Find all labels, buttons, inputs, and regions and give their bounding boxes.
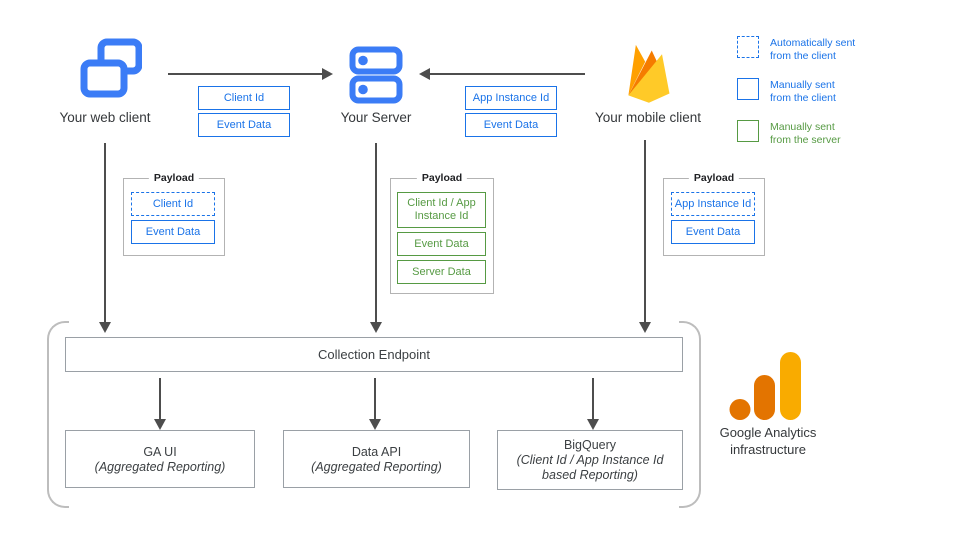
payload-server: Payload Client Id / App Instance Id Even…: [390, 172, 494, 294]
arrowhead-server-to-endpoint: [369, 322, 382, 333]
payload-item-client-id: Client Id: [131, 192, 215, 216]
web-client-label: Your web client: [59, 110, 151, 125]
data-api-title: Data API: [351, 444, 402, 459]
data-api-subtitle: (Aggregated Reporting): [311, 459, 442, 474]
legend-swatch-solid-green: [737, 120, 759, 142]
infrastructure-caption: Google Analytics infrastructure: [719, 425, 817, 457]
legend-swatch-dashed-blue: [737, 36, 759, 58]
mobile-client-label: Your mobile client: [594, 110, 702, 125]
arrowhead-endpoint-to-data-api: [368, 419, 381, 430]
payload-item-server-data: Server Data: [397, 260, 486, 284]
collection-endpoint-box: Collection Endpoint: [65, 337, 683, 372]
google-analytics-logo-icon: [729, 352, 801, 420]
ga-ui-title: GA UI: [143, 444, 177, 459]
legend-swatch-solid-blue: [737, 78, 759, 100]
flow-tag-app-instance-id: App Instance Id: [465, 86, 557, 110]
firebase-mobile-icon: [628, 44, 670, 103]
payload-item-client-or-app-instance-id: Client Id / App Instance Id: [397, 192, 486, 228]
payload-mobile: Payload App Instance Id Event Data: [663, 172, 765, 256]
flow-tag-client-id: Client Id: [198, 86, 290, 110]
arrowhead-mobile-to-server: [419, 68, 430, 80]
ga-ui-box: GA UI (Aggregated Reporting): [65, 430, 255, 488]
arrowhead-endpoint-to-ga-ui: [153, 419, 166, 430]
flow-tag-event-data: Event Data: [465, 113, 557, 137]
flow-tag-event-data: Event Data: [198, 113, 290, 137]
data-api-box: Data API (Aggregated Reporting): [283, 430, 470, 488]
bigquery-subtitle: (Client Id / App Instance Id based Repor…: [516, 453, 664, 482]
payload-title: Payload: [688, 172, 740, 184]
arrowhead-web-to-endpoint: [98, 322, 111, 333]
payload-title: Payload: [148, 172, 200, 184]
arrow-web-to-endpoint: [104, 143, 106, 323]
payload-title: Payload: [416, 172, 468, 184]
web-client-icon: [80, 38, 142, 98]
payload-item-event-data: Event Data: [131, 220, 215, 244]
arrowhead-endpoint-to-bigquery: [586, 419, 599, 430]
payload-item-event-data: Event Data: [671, 220, 755, 244]
arrow-endpoint-to-data-api: [374, 378, 376, 420]
arrow-mobile-to-endpoint: [644, 140, 646, 323]
arrowhead-web-to-server: [322, 68, 333, 80]
arrow-endpoint-to-bigquery: [592, 378, 594, 420]
collection-endpoint-label: Collection Endpoint: [317, 346, 431, 362]
arrowhead-mobile-to-endpoint: [638, 322, 651, 333]
server-icon: [349, 46, 403, 104]
arrow-endpoint-to-ga-ui: [159, 378, 161, 420]
bigquery-title: BigQuery: [563, 438, 617, 452]
payload-item-app-instance-id: App Instance Id: [671, 192, 755, 216]
server-label: Your Server: [340, 110, 412, 125]
bigquery-box: BigQuery (Client Id / App Instance Id ba…: [497, 430, 683, 490]
payload-item-event-data: Event Data: [397, 232, 486, 256]
payload-web: Payload Client Id Event Data: [123, 172, 225, 256]
arrow-mobile-to-server: [430, 73, 585, 75]
arrow-server-to-endpoint: [375, 143, 377, 323]
arrow-web-to-server: [168, 73, 322, 75]
ga-ui-subtitle: (Aggregated Reporting): [94, 459, 226, 474]
